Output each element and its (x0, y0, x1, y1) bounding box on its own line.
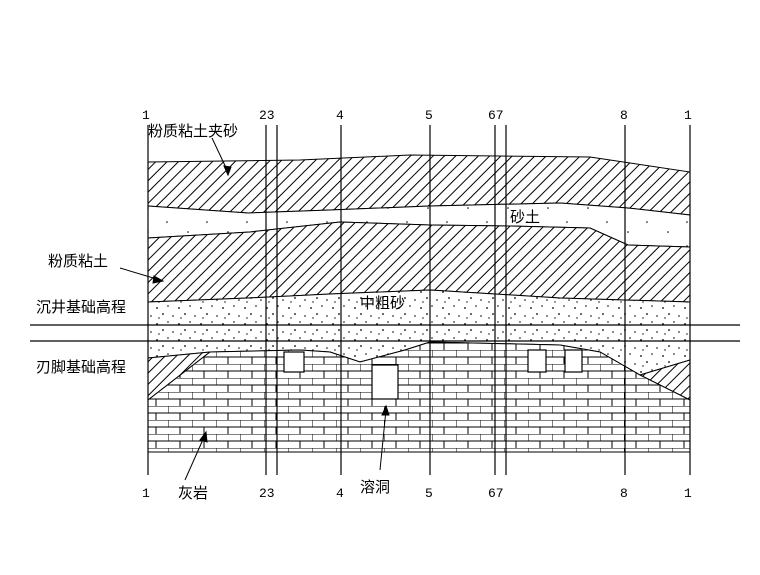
section-number: 1 (684, 486, 692, 501)
label-limestone: 灰岩 (178, 484, 208, 502)
label-cutting-edge-foundation-elevation: 刃脚基础高程 (36, 358, 126, 376)
label-silty-clay-with-sand: 粉质粘土夹砂 (148, 122, 238, 140)
section-number: 4 (336, 108, 344, 123)
karst-cave (283, 351, 305, 373)
karst-cave (564, 349, 583, 373)
section-number: 1 (142, 486, 150, 501)
section-number: 1 (684, 108, 692, 123)
section-number: 67 (488, 486, 504, 501)
section-number: 5 (425, 486, 433, 501)
label-caisson-foundation-elevation: 沉井基础高程 (36, 298, 126, 316)
section-numbers-bottom: 1 23 4 5 67 8 1 (142, 486, 692, 501)
label-karst-cave: 溶洞 (360, 478, 390, 496)
karst-cave (527, 349, 547, 373)
section-number: 4 (336, 486, 344, 501)
label-medium-coarse-sand: 中粗砂 (360, 294, 405, 312)
leader-arrows (119, 137, 390, 481)
section-number: 8 (620, 486, 628, 501)
section-number: 23 (259, 108, 275, 123)
section-number: 23 (259, 486, 275, 501)
section-number: 1 (142, 108, 150, 123)
section-number: 5 (425, 108, 433, 123)
section-number: 67 (488, 108, 504, 123)
section-number: 8 (620, 108, 628, 123)
section-numbers-top: 1 23 4 5 67 8 1 (142, 108, 692, 123)
label-sand: 砂土 (510, 208, 540, 226)
karst-cave (371, 364, 399, 400)
section-lines (147, 125, 691, 475)
layer-limestone (147, 341, 691, 453)
label-silty-clay: 粉质粘土 (48, 252, 108, 270)
